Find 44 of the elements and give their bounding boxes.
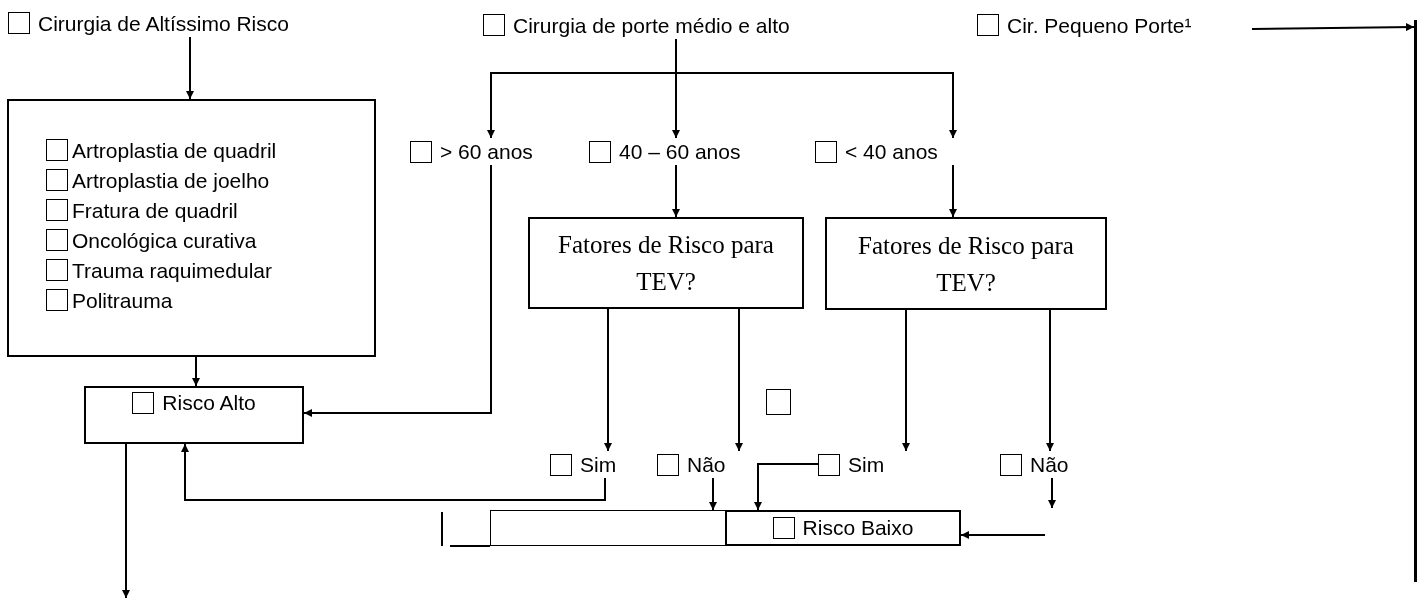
option-label: Sim <box>848 454 885 475</box>
option-label: Sim <box>580 454 617 475</box>
arrow <box>1251 23 1415 32</box>
question-box <box>528 217 804 309</box>
arrow <box>181 443 606 501</box>
question-box <box>825 217 1107 310</box>
vertical-bar <box>1414 20 1417 582</box>
option-label: Cirurgia de Altíssimo Risco <box>38 12 289 34</box>
option-label: < 40 anos <box>845 141 938 162</box>
arrow <box>675 38 957 139</box>
risk-box <box>84 386 304 444</box>
arrow <box>949 164 957 218</box>
arrow <box>303 164 492 417</box>
option-label: Cir. Pequeno Porte¹ <box>1007 14 1192 36</box>
option-label: Artroplastia de joelho <box>72 169 270 191</box>
arrow <box>1048 477 1056 509</box>
arrow <box>122 443 130 599</box>
arrow <box>902 309 910 452</box>
option-label: Cirurgia de porte médio e alto <box>513 14 790 36</box>
list-box <box>7 99 376 357</box>
option-label: Politrauma <box>72 289 173 311</box>
arrow <box>192 356 200 387</box>
option-label: Não <box>687 454 726 475</box>
question-text: Fatores de Risco para TEV? <box>557 230 775 297</box>
arrow <box>754 463 819 511</box>
arrow <box>186 36 194 100</box>
arrow <box>672 164 680 218</box>
arrow <box>960 531 1046 539</box>
arrow <box>735 308 743 452</box>
option-label: Não <box>1030 454 1069 475</box>
arrow <box>604 308 612 452</box>
arrow <box>1046 309 1054 452</box>
arrow <box>709 477 717 511</box>
risk-box <box>725 510 961 546</box>
option-label: Oncológica curativa <box>72 229 257 251</box>
option-label: Artroplastia de quadril <box>72 139 277 161</box>
question-text: Fatores de Risco para TEV? <box>857 230 1075 298</box>
option-label: > 60 anos <box>440 141 533 162</box>
option-label: Fratura de quadril <box>72 199 238 221</box>
risk-label: Risco Alto <box>162 392 256 414</box>
option-label: 40 – 60 anos <box>619 141 741 162</box>
checkbox-icon <box>766 389 791 415</box>
option-label: Trauma raquimedular <box>72 259 272 281</box>
risk-label: Risco Baixo <box>802 517 914 539</box>
